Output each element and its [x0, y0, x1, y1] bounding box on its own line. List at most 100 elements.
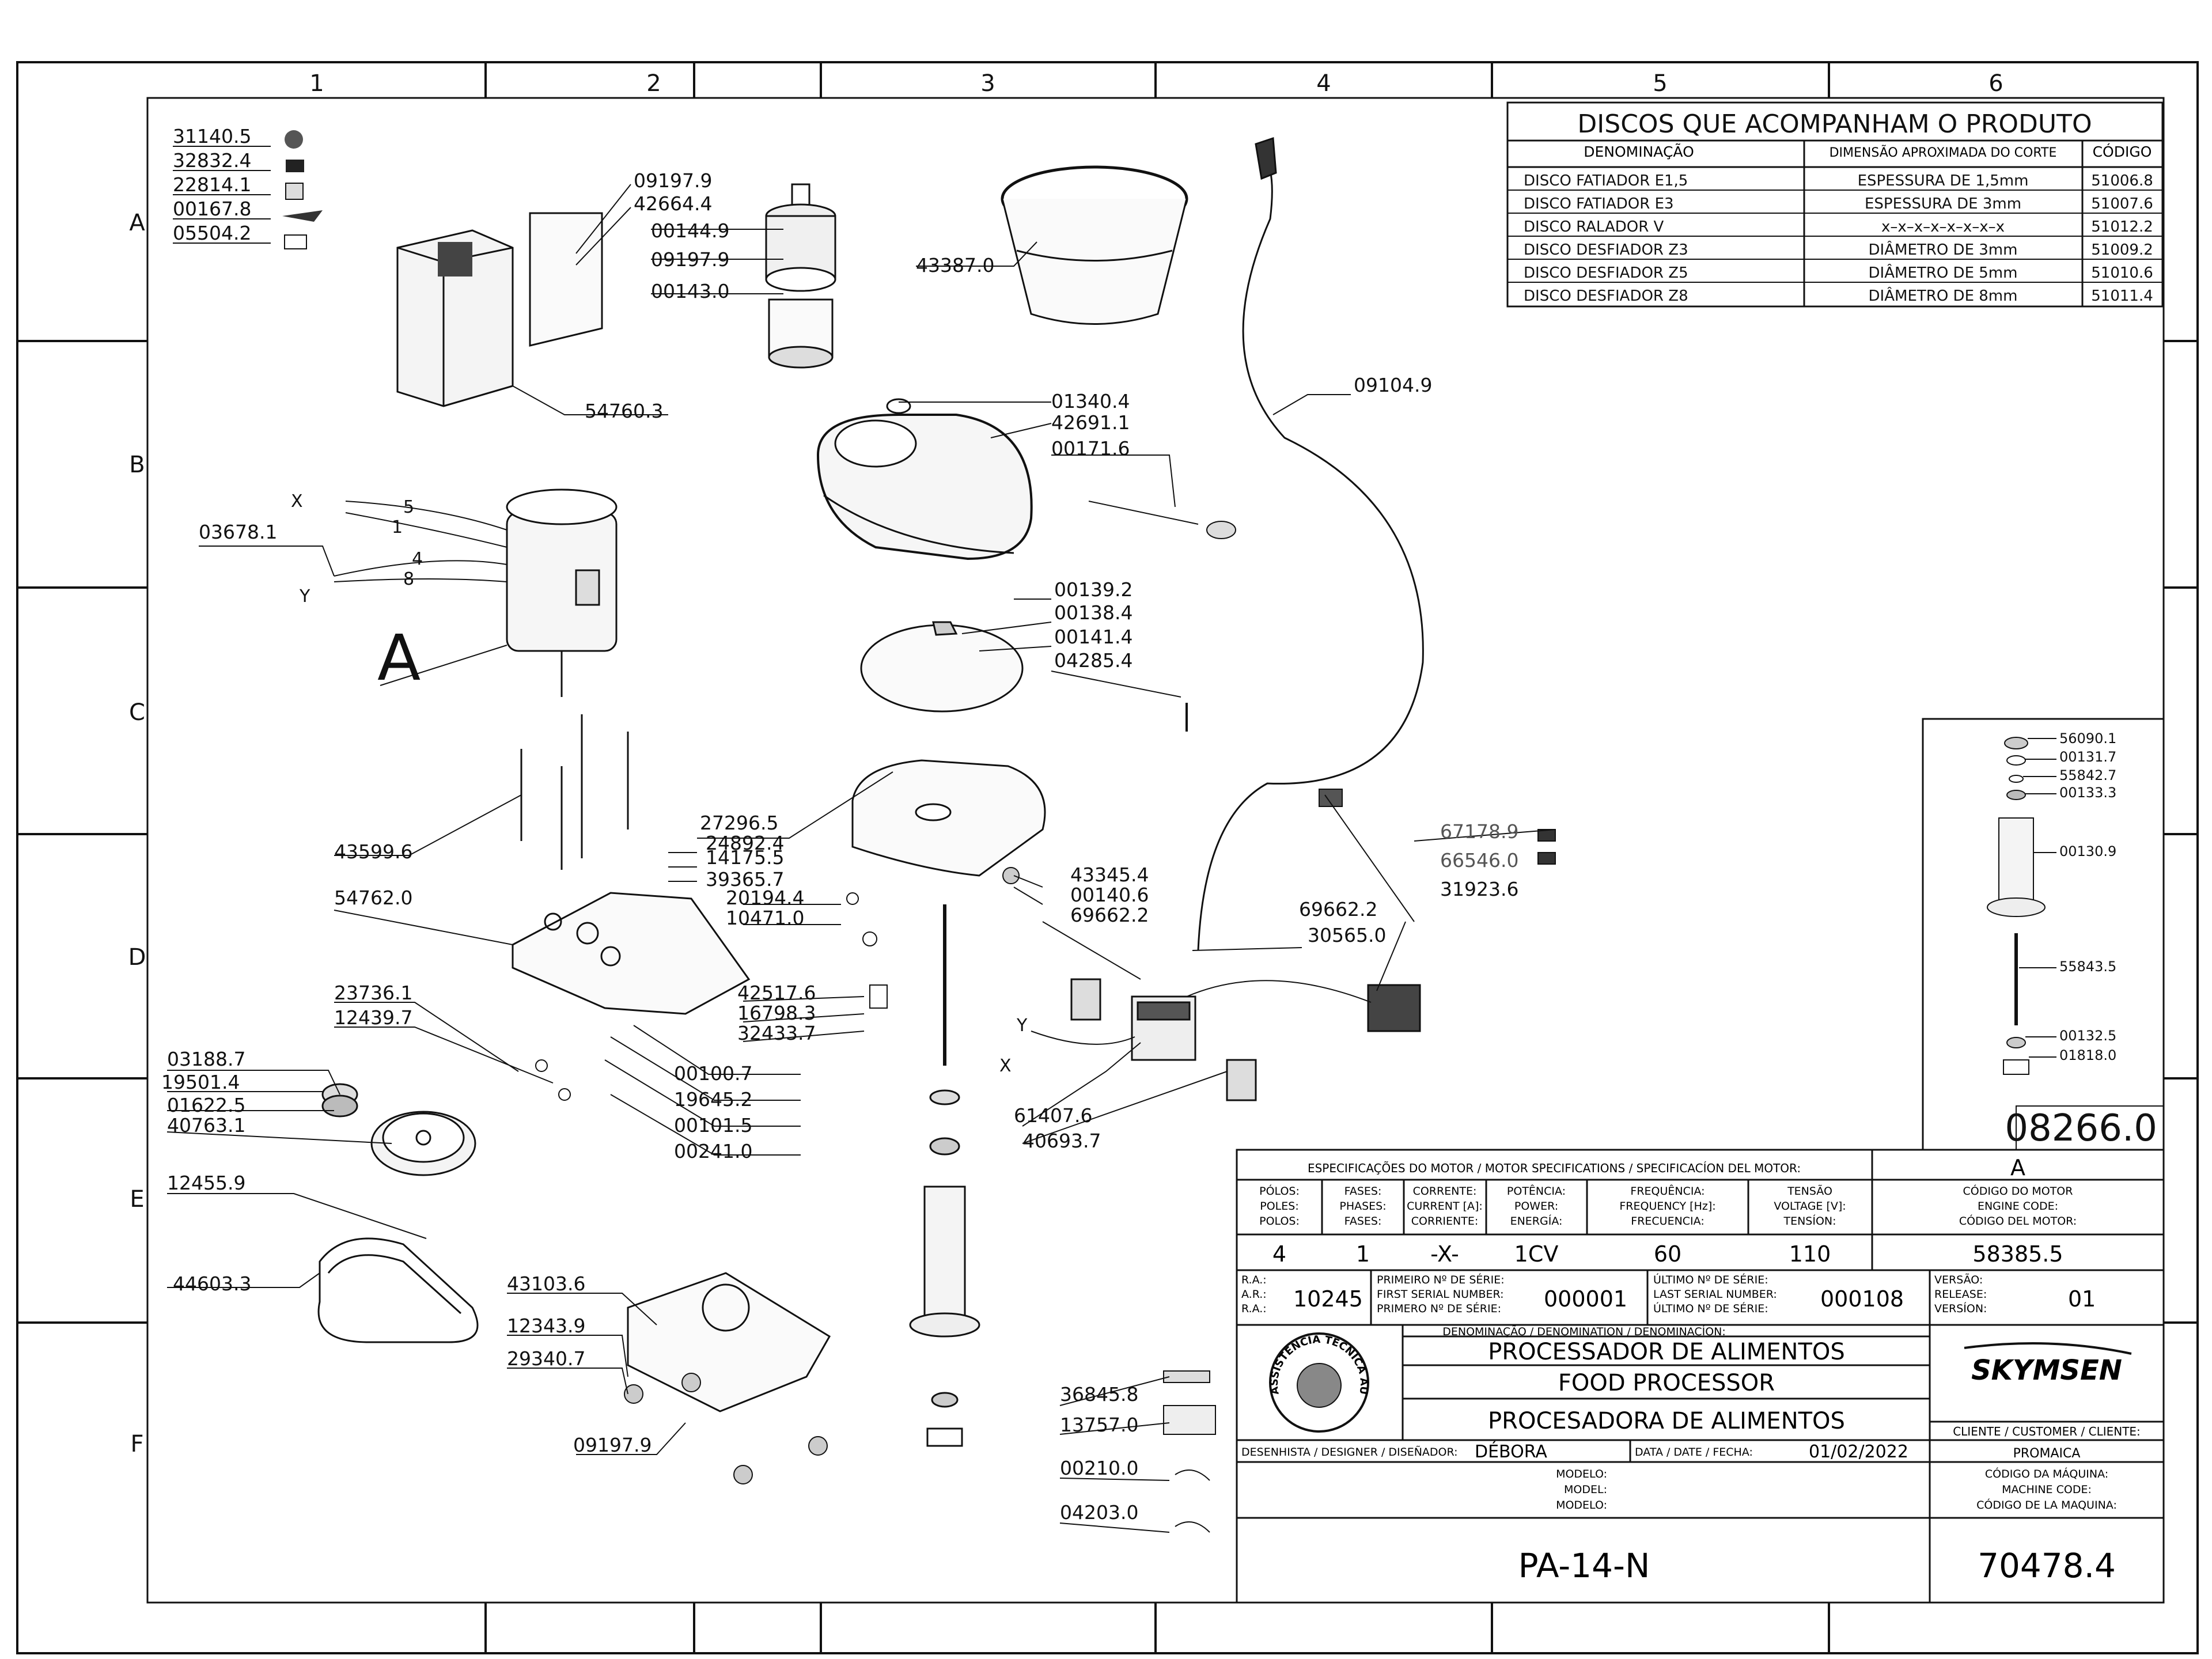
- discs-table: DISCOS QUE ACOMPANHAM O PRODUTO DENOMINA…: [1506, 101, 2164, 308]
- brand-logo: SKYMSEN: [1971, 1354, 2122, 1387]
- power-cord: [1197, 155, 1424, 951]
- disc-name: DISCO DESFIADOR Z8: [1524, 287, 1688, 305]
- part-label: 43599.6: [334, 840, 412, 863]
- row-B: B: [129, 452, 145, 478]
- part-label: 67178.9: [1440, 820, 1518, 843]
- row-markers: A B C D E F: [128, 210, 146, 1457]
- decal-code: 32832.4: [173, 149, 251, 172]
- detail-part-label: 55842.7: [2059, 767, 2116, 783]
- designer-value: DÉBORA: [1475, 1441, 1547, 1462]
- part-label: 09197.9: [634, 169, 712, 192]
- header-code: CÓDIGO: [2093, 143, 2152, 160]
- machine-code-value: 70478.4: [1978, 1546, 2116, 1585]
- first-serial-label: FIRST SERIAL NUMBER:: [1377, 1288, 1504, 1301]
- part-label: 54762.0: [334, 887, 412, 909]
- contactor: [1070, 978, 1257, 1101]
- wire-markers: X Y 5 1 4 8 X Y: [291, 491, 1028, 1076]
- wire-marker: X: [291, 491, 303, 512]
- part-number-labels: 09197.9 42664.4 54760.3 00144.9 09197.9 …: [161, 169, 1518, 1524]
- drawing-frame: [16, 61, 2199, 1654]
- column-4: 4: [1316, 70, 1331, 97]
- part-label: 12343.9: [507, 1315, 585, 1337]
- spec-header-engine-code: CÓDIGO DEL MOTOR:: [1959, 1214, 2077, 1228]
- part-label: 00138.4: [1054, 601, 1132, 624]
- disc-code: 51006.8: [2091, 172, 2153, 190]
- detail-part-label: 01818.0: [2059, 1047, 2116, 1063]
- part-label: 42691.1: [1051, 411, 1130, 434]
- detail-part-label: 55843.5: [2059, 959, 2116, 975]
- disc-row: DISCO DESFIADOR Z3 DIÂMETRO DE 3mm 51009…: [1524, 240, 2153, 259]
- spec-header-voltage: VOLTAGE [V]:: [1774, 1200, 1846, 1213]
- spec-header-current: CURRENT [A]:: [1407, 1200, 1483, 1213]
- disc-code: 51011.4: [2091, 287, 2153, 305]
- part-label: 03188.7: [167, 1048, 245, 1070]
- last-serial-value: 000108: [1820, 1286, 1904, 1312]
- row-E: E: [130, 1186, 144, 1213]
- brand-swoosh-icon: [1964, 1342, 2132, 1355]
- part-label: 00140.6: [1070, 884, 1149, 906]
- first-serial-label: PRIMEIRO Nº DE SÉRIE:: [1377, 1273, 1505, 1286]
- part-label: 23736.1: [334, 982, 412, 1004]
- wire-marker: Y: [299, 586, 310, 607]
- ra-value: 10245: [1293, 1286, 1363, 1312]
- discs-table-rows: DISCO FATIADOR E1,5 ESPESSURA DE 1,5mm 5…: [1524, 172, 2153, 305]
- spec-value-poles: 4: [1272, 1241, 1286, 1267]
- wire-marker: 8: [403, 569, 414, 589]
- model-labels: MODELO: MODEL: MODELO:: [1556, 1468, 1607, 1512]
- version-label: VERSÍON:: [1934, 1302, 1987, 1315]
- spec-header-power: ENERGÍA:: [1510, 1214, 1563, 1228]
- column-markers: 1 2 3 4 5 6: [309, 70, 2003, 97]
- part-label: 00141.4: [1054, 626, 1132, 648]
- part-label: 00210.0: [1060, 1457, 1138, 1479]
- detail-part-label: 00130.9: [2059, 843, 2116, 859]
- spec-header-phases: PHASES:: [1339, 1200, 1386, 1213]
- spec-header-voltage: TENSÍON:: [1783, 1214, 1836, 1228]
- bowl: [1001, 165, 1188, 325]
- spec-header-poles: POLES:: [1260, 1200, 1298, 1213]
- part-label: 19501.4: [161, 1071, 240, 1093]
- small-hardware: [535, 501, 1556, 1533]
- spec-header-frequency: FRECUENCIA:: [1631, 1215, 1704, 1228]
- disc-code: 51010.6: [2091, 264, 2153, 282]
- decal-code: 31140.5: [173, 125, 251, 147]
- part-label: 12439.7: [334, 1006, 412, 1029]
- part-label: 14175.5: [706, 846, 784, 869]
- part-label: 39365.7: [706, 868, 784, 891]
- part-label: 29340.7: [507, 1347, 585, 1370]
- round-decal-icon: [285, 130, 303, 149]
- feeder-tube: [765, 183, 836, 369]
- column-3: 3: [980, 70, 995, 97]
- discs-table-title: DISCOS QUE ACOMPANHAM O PRODUTO: [1577, 109, 2092, 139]
- spec-header-voltage: TENSÃO: [1787, 1184, 1832, 1198]
- part-label: 36845.8: [1060, 1383, 1138, 1406]
- disc-code: 51009.2: [2091, 241, 2153, 259]
- product-name-es: PROCESADORA DE ALIMENTOS: [1488, 1408, 1845, 1434]
- row-C: C: [129, 699, 145, 726]
- ra-label: R.A.:: [1241, 1302, 1267, 1315]
- disc-code: 51007.6: [2091, 195, 2153, 213]
- motor-spec-title: ESPECIFICAÇÕES DO MOTOR / MOTOR SPECIFIC…: [1308, 1161, 1801, 1175]
- part-label: 03678.1: [199, 521, 277, 543]
- disc-row: DISCO FATIADOR E3 ESPESSURA DE 3mm 51007…: [1524, 195, 2153, 213]
- row-D: D: [128, 944, 146, 971]
- model-label: MODELO:: [1556, 1499, 1607, 1512]
- part-label: 00101.5: [674, 1114, 752, 1137]
- part-label: 61407.6: [1014, 1104, 1092, 1127]
- part-label: 00139.2: [1054, 578, 1132, 601]
- spec-value-phases: 1: [1356, 1241, 1370, 1267]
- part-label: 12455.9: [167, 1172, 245, 1194]
- spec-header-poles: PÓLOS:: [1259, 1184, 1300, 1198]
- disc-row: DISCO RALADOR V x–x–x–x–x–x–x–x 51012.2: [1524, 218, 2153, 236]
- last-serial-label: ÚLTIMO Nº DE SÉRIE:: [1653, 1301, 1768, 1315]
- spec-value-frequency: 60: [1654, 1241, 1681, 1267]
- disc-name: DISCO FATIADOR E1,5: [1524, 172, 1688, 190]
- spec-header-engine-code: ENGINE CODE:: [1978, 1200, 2058, 1213]
- motor-letter: A: [2010, 1155, 2025, 1180]
- wire-marker: 4: [412, 549, 423, 569]
- disc-dimension: ESPESSURA DE 1,5mm: [1858, 172, 2029, 190]
- part-label: 54760.3: [585, 400, 663, 422]
- motor-A: [506, 488, 618, 697]
- disc-row: DISCO DESFIADOR Z5 DIÂMETRO DE 5mm 51010…: [1524, 263, 2153, 282]
- part-label: 16798.3: [737, 1002, 816, 1024]
